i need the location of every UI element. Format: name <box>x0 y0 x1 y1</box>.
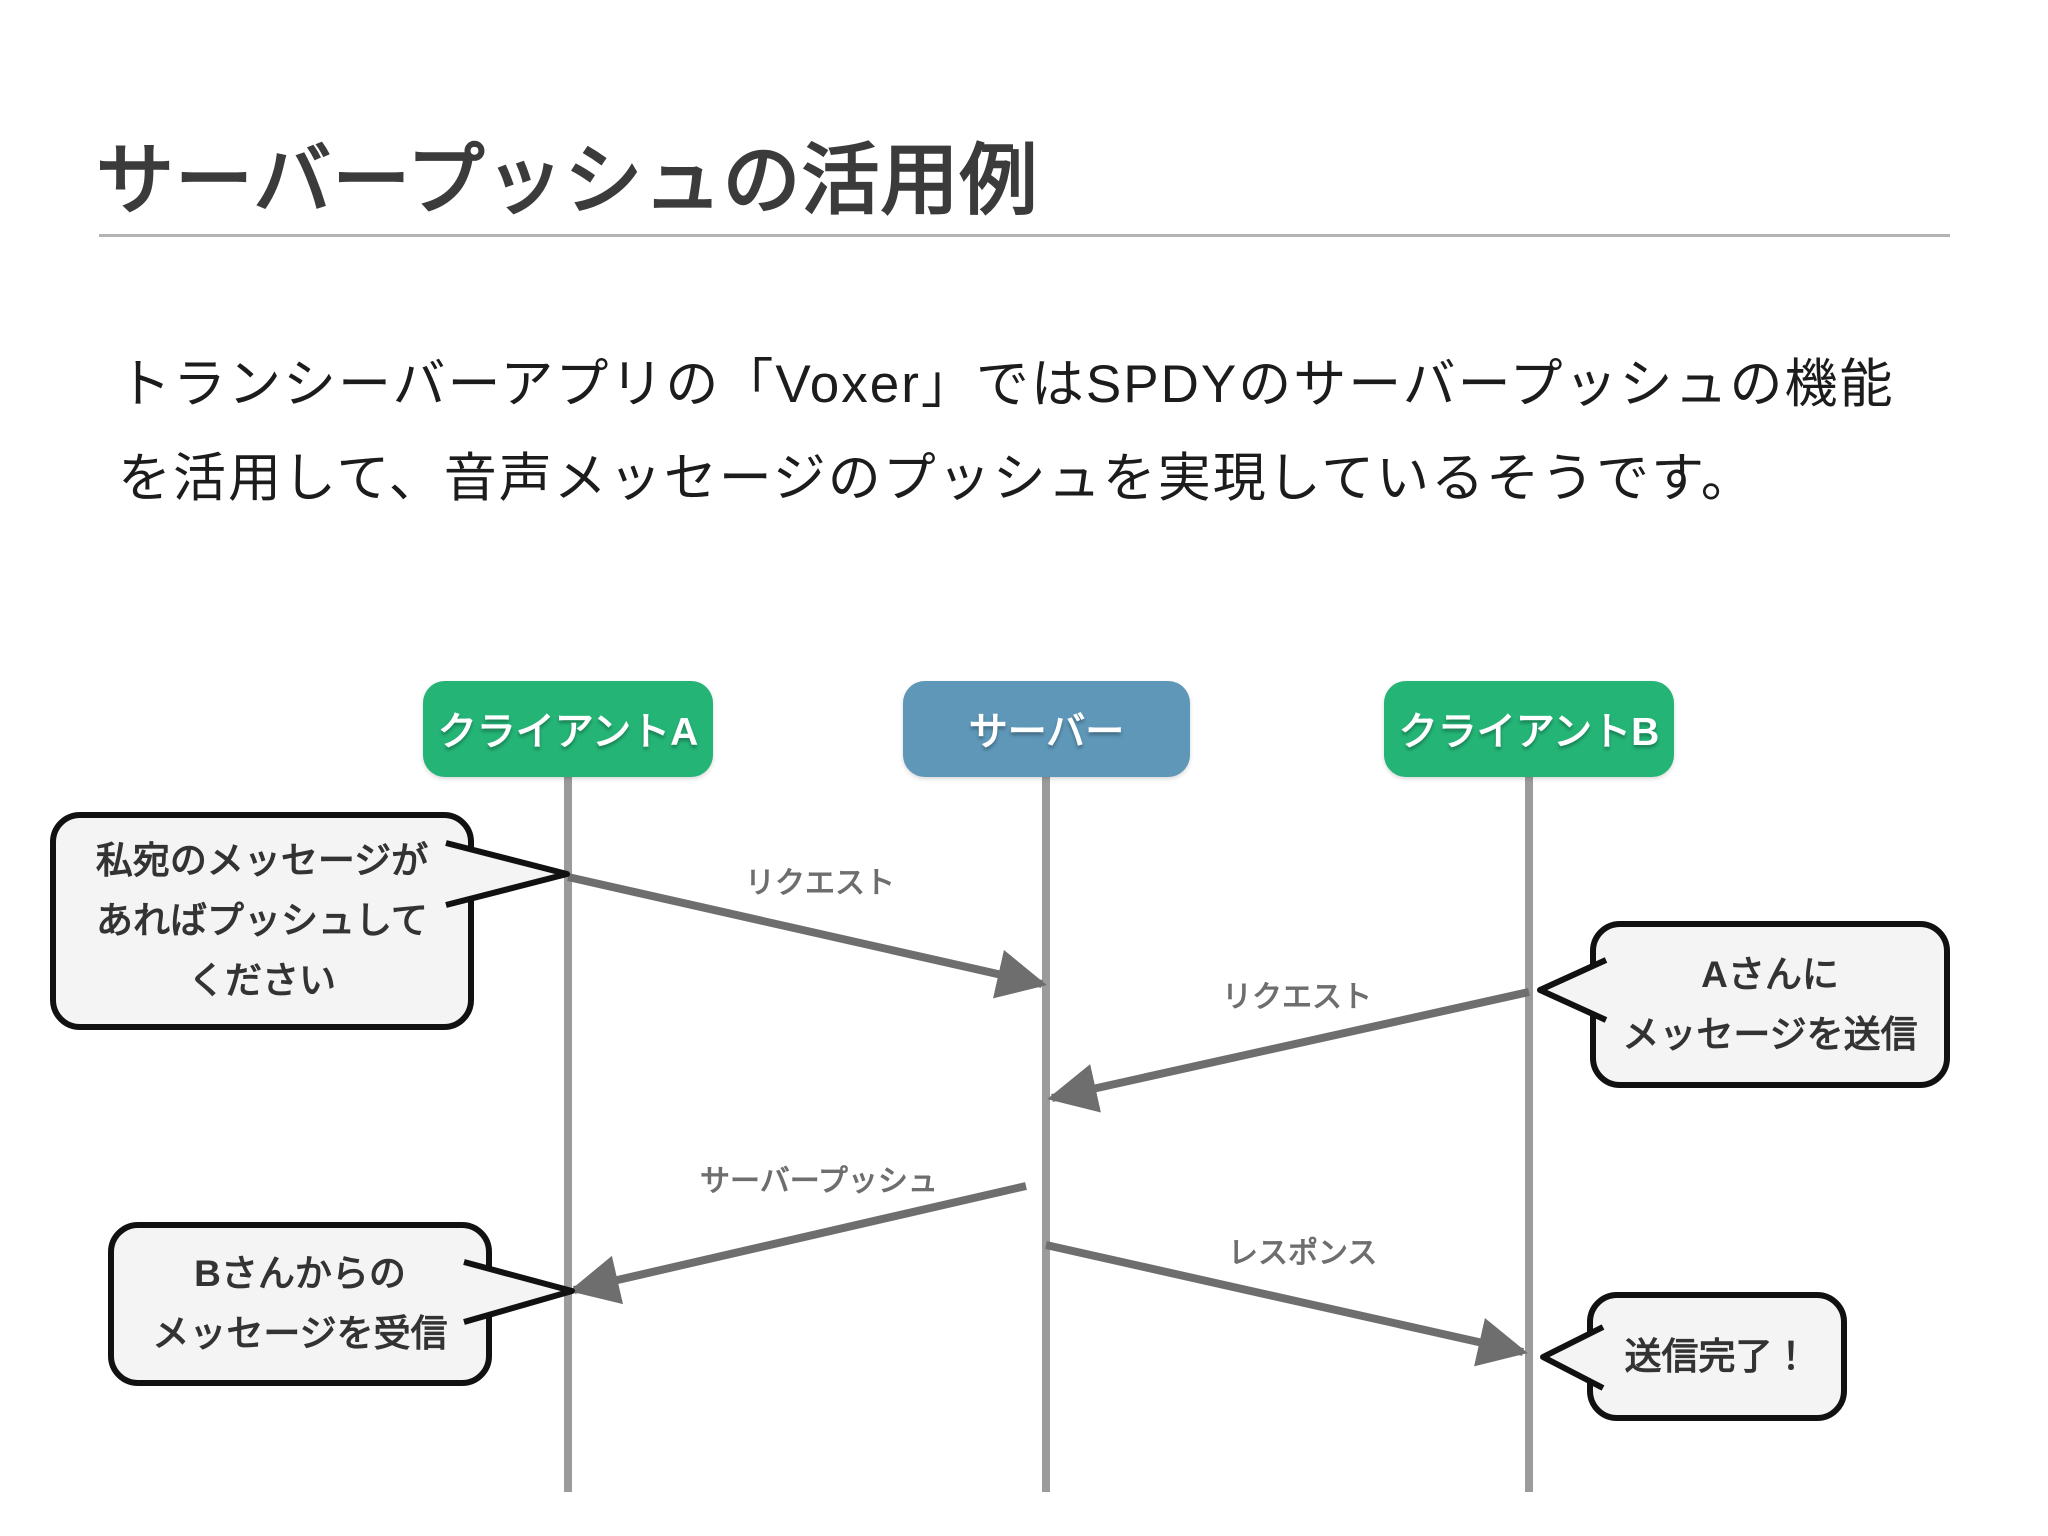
bubble-line: 私宛のメッセージが <box>95 840 429 881</box>
bubble-line: メッセージを受信 <box>152 1313 448 1354</box>
bubble-line: Bさんからの <box>194 1253 406 1294</box>
message-label-request-1: リクエスト <box>745 867 895 900</box>
bubble-line: Aさんに <box>1701 953 1839 995</box>
bubble-line: メッセージを送信 <box>1622 1013 1918 1055</box>
actor-box-server: サーバー <box>903 681 1190 777</box>
lifeline-client-a <box>564 777 572 1492</box>
actor-box-client-a: クライアントA <box>423 681 713 777</box>
title-divider <box>99 234 1950 237</box>
speech-bubble-client-a-request: 私宛のメッセージが あればプッシュして ください <box>50 812 474 1030</box>
bubble-line: あればプッシュして <box>96 900 428 941</box>
message-label-server-push: サーバープッシュ <box>700 1165 938 1198</box>
lifeline-server <box>1042 777 1050 1492</box>
arrow-serverpush-server-to-a <box>569 1182 1027 1305</box>
message-label-request-2: リクエスト <box>1222 981 1372 1014</box>
actor-box-client-b: クライアントB <box>1384 681 1674 777</box>
bubble-line: 送信完了！ <box>1624 1335 1810 1377</box>
lifeline-client-b <box>1525 777 1533 1492</box>
bubble-line: ください <box>188 960 336 1001</box>
speech-bubble-client-b-send: Aさんに メッセージを送信 <box>1590 921 1950 1088</box>
body-line-1: トランシーバーアプリの「Voxer」ではSPDYのサーバープッシュの機能 <box>118 355 1895 414</box>
page-title: サーバープッシュの活用例 <box>96 136 1039 224</box>
message-label-response: レスポンス <box>1228 1237 1378 1270</box>
body-paragraph: トランシーバーアプリの「Voxer」ではSPDYのサーバープッシュの機能 を活用… <box>118 338 1895 526</box>
body-line-2: を活用して、音声メッセージのプッシュを実現しているそうです。 <box>118 449 1756 508</box>
speech-bubble-client-b-done: 送信完了！ <box>1587 1292 1847 1421</box>
speech-bubble-client-a-receive: Bさんからの メッセージを受信 <box>108 1222 492 1386</box>
